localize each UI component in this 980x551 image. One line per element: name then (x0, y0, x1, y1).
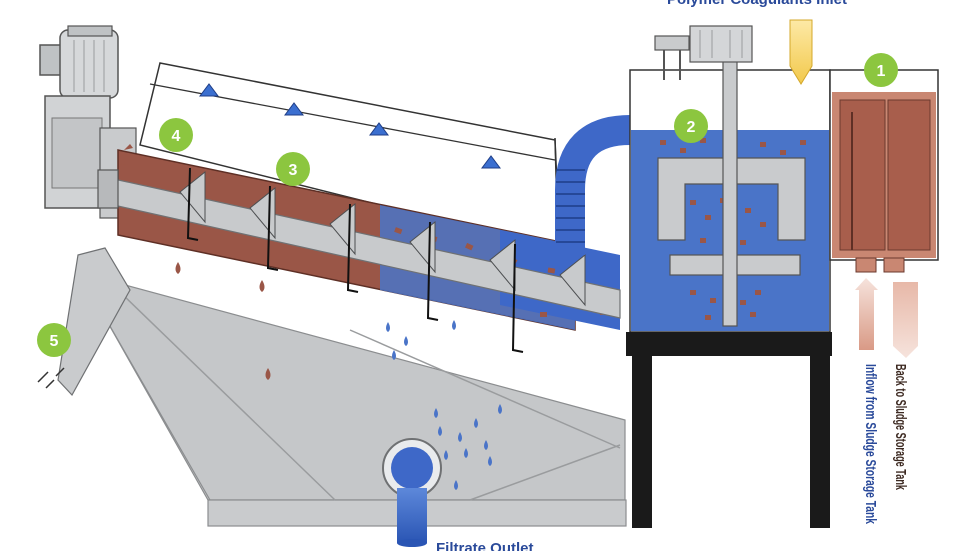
badge-2: 2 (674, 109, 708, 143)
inflow-from-sludge-label: Inflow from Sludge Storage Tank (862, 364, 879, 524)
svg-text:4: 4 (172, 128, 181, 145)
svg-text:3: 3 (289, 162, 298, 179)
svg-text:Inflow from Sludge Storage Tan: Inflow from Sludge Storage Tank (862, 364, 879, 524)
sludge-flow-arrows (855, 278, 918, 358)
badge-4: 4 (159, 118, 193, 152)
back-to-sludge-label: Back to Sludge Storage Tank (892, 364, 909, 490)
filtrate-outlet-pipe (382, 438, 442, 547)
screw-shaft (97, 167, 621, 353)
badge-3: 3 (276, 152, 310, 186)
sludge-drips (120, 144, 271, 380)
badge-1: 1 (864, 53, 898, 87)
spray-nozzles (199, 83, 501, 169)
polymer-inlet-arrow (789, 19, 813, 85)
filtrate-droplets (386, 320, 502, 490)
badge-5: 5 (37, 323, 71, 357)
polymer-inlet-label: Polymer Coagulants Inlet (667, 0, 847, 8)
flocculation-tank (629, 25, 831, 333)
svg-text:1: 1 (877, 63, 886, 80)
tank-stand (626, 332, 832, 528)
filtrate-outlet-label: Filtrate Outlet (436, 540, 534, 551)
cake-discharge-chute (37, 247, 131, 397)
feed-hose (555, 115, 631, 255)
svg-text:5: 5 (50, 333, 59, 350)
sludge-compartment (829, 69, 939, 273)
svg-text:Back to Sludge Storage Tank: Back to Sludge Storage Tank (892, 364, 909, 490)
svg-text:2: 2 (687, 119, 696, 136)
